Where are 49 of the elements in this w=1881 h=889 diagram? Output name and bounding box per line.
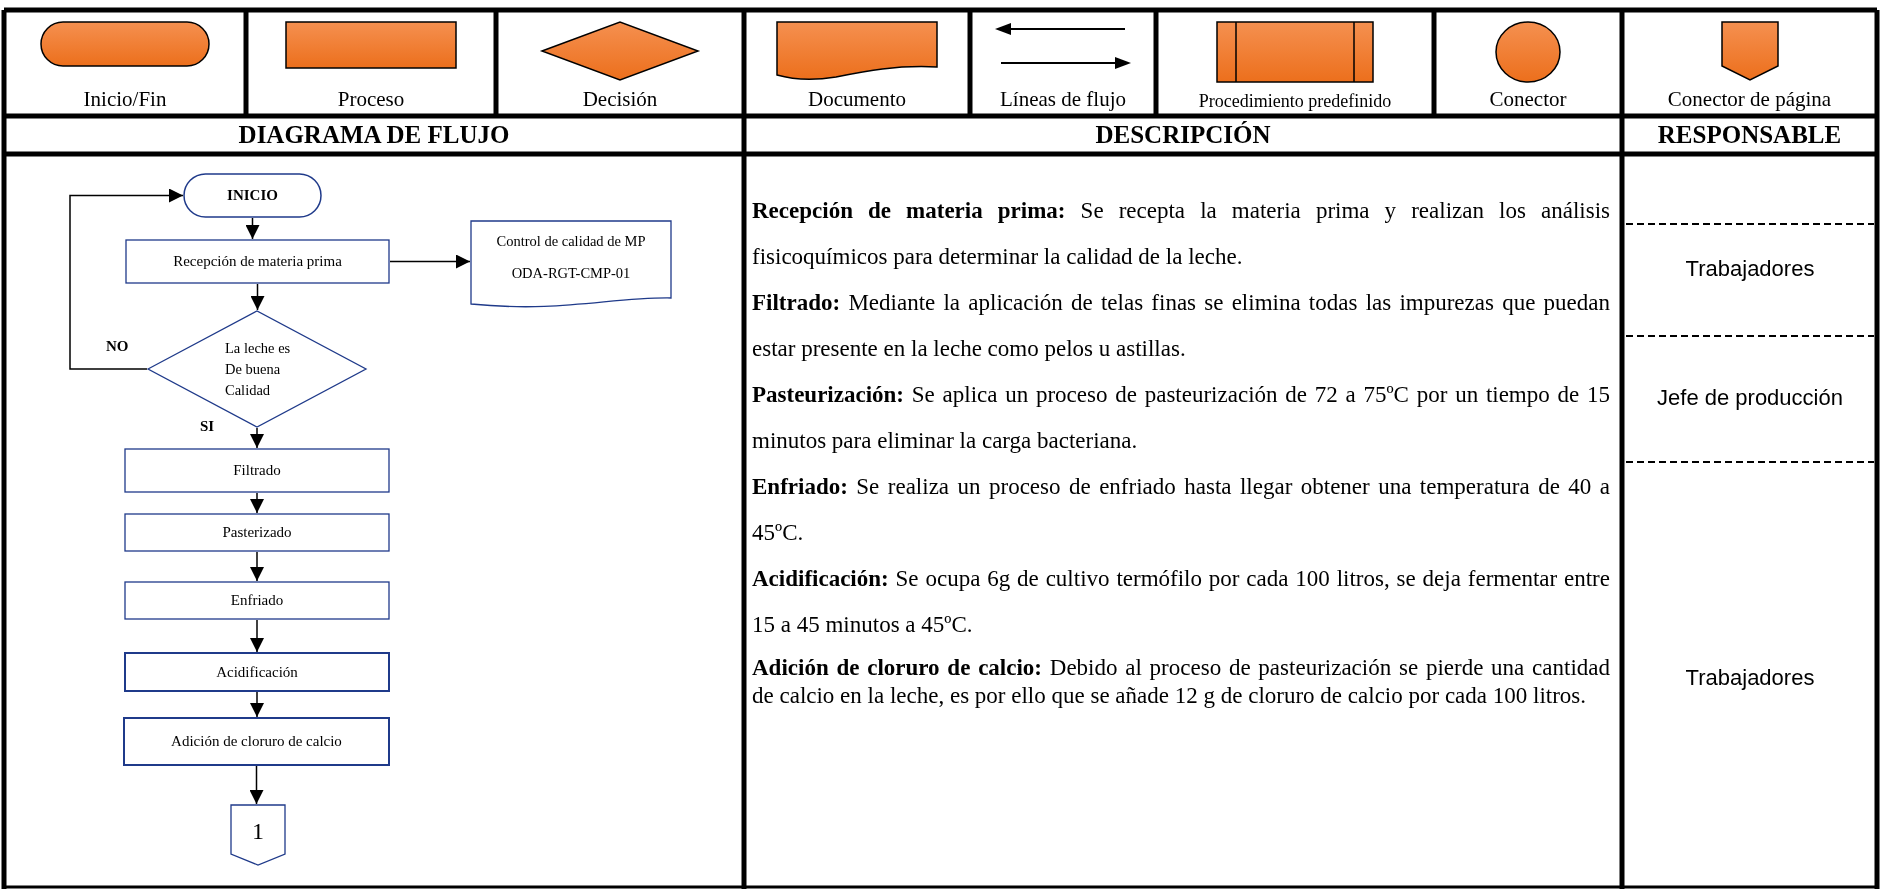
step-label: Recepción de materia prima: [173, 252, 342, 271]
process-box: [124, 513, 390, 552]
arrow: [389, 254, 471, 269]
arrow: [250, 283, 265, 311]
step-label: Pasterizado: [222, 523, 292, 542]
legend-label: Líneas de flujo: [1000, 87, 1126, 112]
step-label: Adición de cloruro de calcio: [171, 732, 342, 751]
step-label: 1: [252, 817, 264, 846]
column-header: DIAGRAMA DE FLUJO: [237, 120, 511, 150]
process-box: [124, 652, 390, 692]
step-description: Pasteurización: Se aplica un proceso de pasteurización de 72 a 75ºC por un tiempo de 15 minutos para eliminar la carga bacteriana.: [752, 381, 1610, 455]
responsible-label: Trabajadores: [1684, 256, 1816, 282]
step-label: La leche es De buena Calidad: [225, 338, 292, 400]
step-label: Control de calidad de MP: [496, 231, 646, 251]
legend-label: Documento: [808, 87, 906, 112]
process-box: [124, 581, 390, 620]
process-box: [123, 717, 390, 766]
legend-label: Procedimiento predefinido: [1198, 91, 1392, 112]
step-label: INICIO: [227, 186, 278, 205]
offpage-connector: [230, 804, 286, 866]
step-label: Acidificación: [216, 662, 298, 682]
arrow: [249, 765, 264, 805]
step-description: Adición de cloruro de calcio: Debido al proceso de pasteurización se pierde una cantidad de calcio en la leche, es por ello que se añade 12 g de cloruro de calcio por cada 100 litros.: [752, 654, 1610, 710]
column-header: RESPONSABLE: [1656, 120, 1843, 150]
legend-label: Conector: [1489, 87, 1567, 112]
arrow: [250, 619, 264, 653]
step-label: Filtrado: [233, 461, 281, 480]
process-box: [124, 448, 390, 493]
responsible-label: Trabajadores: [1684, 665, 1816, 691]
arrow: [245, 217, 260, 240]
arrow: [250, 427, 264, 449]
column-header: DESCRIPCIÓN: [1094, 120, 1272, 150]
step-label: ODA-RGT-CMP-01: [511, 263, 631, 283]
step-label: Enfriado: [230, 591, 284, 610]
step-description: Filtrado: Mediante la aplicación de telas finas se elimina todas las impurezas que puedan estar presente en la leche como pelos u astillas.: [752, 289, 1610, 363]
step-description: Recepción de materia prima: Se recepta la materia prima y realizan los análisis fisicoquímicos para determinar la calidad de la leche.: [752, 197, 1610, 271]
responsible-label: Jefe de producción: [1656, 385, 1844, 411]
arrow: [250, 551, 264, 582]
process-box: [125, 239, 390, 284]
legend-label: Decisión: [582, 87, 658, 112]
legend-label: Proceso: [337, 87, 405, 112]
arrow: [250, 492, 264, 514]
terminal-shape: [183, 173, 322, 218]
step-description: Enfriado: Se realiza un proceso de enfriado hasta llegar obtener una temperatura de 40 a 45ºC.: [752, 473, 1610, 547]
legend-label: Conector de página: [1667, 87, 1832, 112]
arrow: [250, 691, 264, 718]
step-description: Acidificación: Se ocupa 6g de cultivo termófilo por cada 100 litros, se deja fermentar entre 15 a 45 minutos a 45ºC.: [752, 565, 1610, 639]
arrow: [69, 188, 184, 370]
legend-label: Inicio/Fin: [83, 87, 167, 112]
